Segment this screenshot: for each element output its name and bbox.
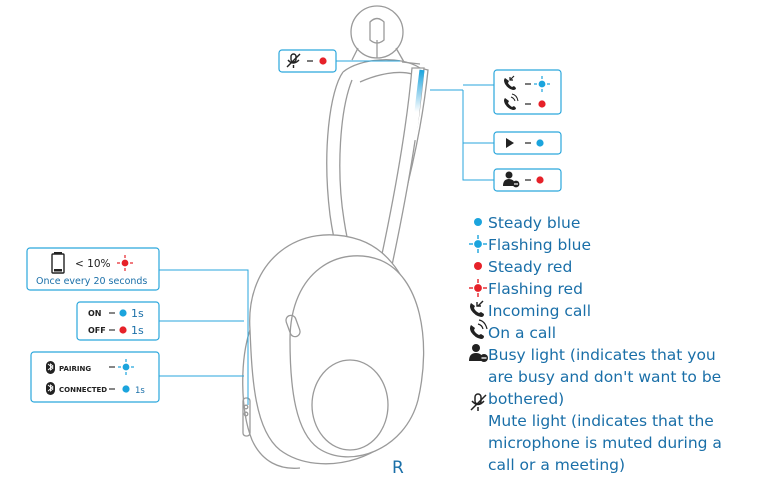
legend-mute-text-3: call or a meeting) — [488, 456, 626, 474]
legend-incoming-call-text: Incoming call — [488, 302, 592, 320]
power-on-time: 1s — [131, 307, 144, 320]
legend-flashing-blue-text: Flashing blue — [488, 236, 592, 254]
connected-label: CONNECTED — [59, 386, 107, 394]
legend-busy-line3: bothered) — [468, 388, 758, 410]
side-controls — [242, 397, 251, 437]
steady-blue-dot — [122, 385, 130, 393]
steady-blue-dot — [119, 309, 127, 317]
bluetooth-box: PAIRING CONNECTED 1s — [30, 351, 160, 403]
pairing-label: PAIRING — [59, 365, 91, 373]
steady-red-dot — [538, 100, 546, 108]
legend-steady-red-icon — [474, 262, 482, 270]
legend-icons — [469, 218, 488, 411]
legend-busy-text-3: bothered) — [488, 390, 565, 408]
flashing-blue-icon — [534, 76, 550, 92]
legend-mute-line2: microphone is muted during a — [468, 432, 758, 454]
legend-busy-line2: are busy and don't want to be — [468, 366, 758, 388]
on-call-icon — [504, 93, 519, 110]
battery-note-text: Once every 20 seconds — [36, 276, 147, 287]
legend-on-a-call-text: On a call — [488, 324, 557, 342]
legend-flashing-red: Flashing red — [468, 278, 758, 300]
legend-steady-red-text: Steady red — [488, 258, 573, 276]
legend-incoming-call: Incoming call — [468, 300, 758, 322]
mic-muted-icon — [286, 53, 301, 68]
earcup-button — [285, 314, 301, 338]
legend-steady-blue: Steady blue — [468, 212, 758, 234]
led-strip — [411, 69, 425, 141]
busy-indicator-box — [493, 168, 562, 192]
legend-busy-icon — [469, 344, 488, 362]
call-indicator-box — [493, 69, 562, 115]
headset-drawing — [242, 5, 429, 469]
battery-level-text: < 10% — [75, 258, 110, 270]
connector-lines — [159, 60, 494, 405]
legend-mute-text-1: Mute light (indicates that the — [488, 412, 714, 430]
incoming-call-icon — [504, 75, 516, 90]
legend-flashing-blue-icon — [469, 235, 487, 253]
steady-blue-dot — [536, 139, 544, 147]
legend-flashing-red-text: Flashing red — [488, 280, 583, 298]
legend-busy-text-2: are busy and don't want to be — [488, 368, 722, 386]
mute-indicator-box — [278, 49, 337, 73]
legend-on-call-icon — [470, 319, 488, 339]
steady-red-dot — [536, 176, 544, 184]
bluetooth-icon — [46, 361, 55, 374]
power-off-label: OFF — [88, 326, 106, 335]
legend-mute-text-2: microphone is muted during a — [488, 434, 722, 452]
power-box: ON 1s OFF 1s — [76, 301, 160, 341]
steady-red-dot — [119, 326, 127, 334]
power-off-time: 1s — [131, 324, 144, 337]
play-indicator-box — [493, 131, 562, 155]
connected-time: 1s — [135, 386, 145, 396]
battery-box: < 10% Once every 20 seconds — [26, 247, 160, 291]
play-icon — [506, 138, 514, 148]
legend-incoming-call-icon — [470, 300, 484, 317]
steady-red-dot — [319, 57, 327, 65]
microphone-icon — [369, 17, 385, 44]
power-on-label: ON — [88, 309, 102, 318]
bluetooth-icon — [46, 382, 55, 395]
legend-busy-text-1: Busy light (indicates that you — [488, 346, 716, 364]
legend-on-a-call: On a call — [468, 322, 758, 344]
legend-mute-line3: call or a meeting) — [468, 454, 758, 476]
led-legend: Steady blue Flashing blue Steady red Fla… — [468, 212, 758, 476]
legend-busy-line1: Busy light (indicates that you — [468, 344, 758, 366]
legend-mute-icon — [470, 393, 487, 411]
legend-steady-red: Steady red — [468, 256, 758, 278]
legend-steady-blue-icon — [474, 218, 482, 226]
ear-cushion-inner — [311, 359, 389, 451]
legend-flashing-blue: Flashing blue — [468, 234, 758, 256]
side-label: R — [392, 458, 404, 478]
legend-flashing-red-icon — [469, 279, 487, 297]
flashing-red-icon — [117, 255, 133, 271]
busy-person-icon — [503, 171, 520, 188]
flashing-blue-icon — [118, 359, 134, 375]
legend-steady-blue-text: Steady blue — [488, 214, 581, 232]
battery-icon — [51, 252, 65, 274]
legend-mute-line1: Mute light (indicates that the — [468, 410, 758, 432]
